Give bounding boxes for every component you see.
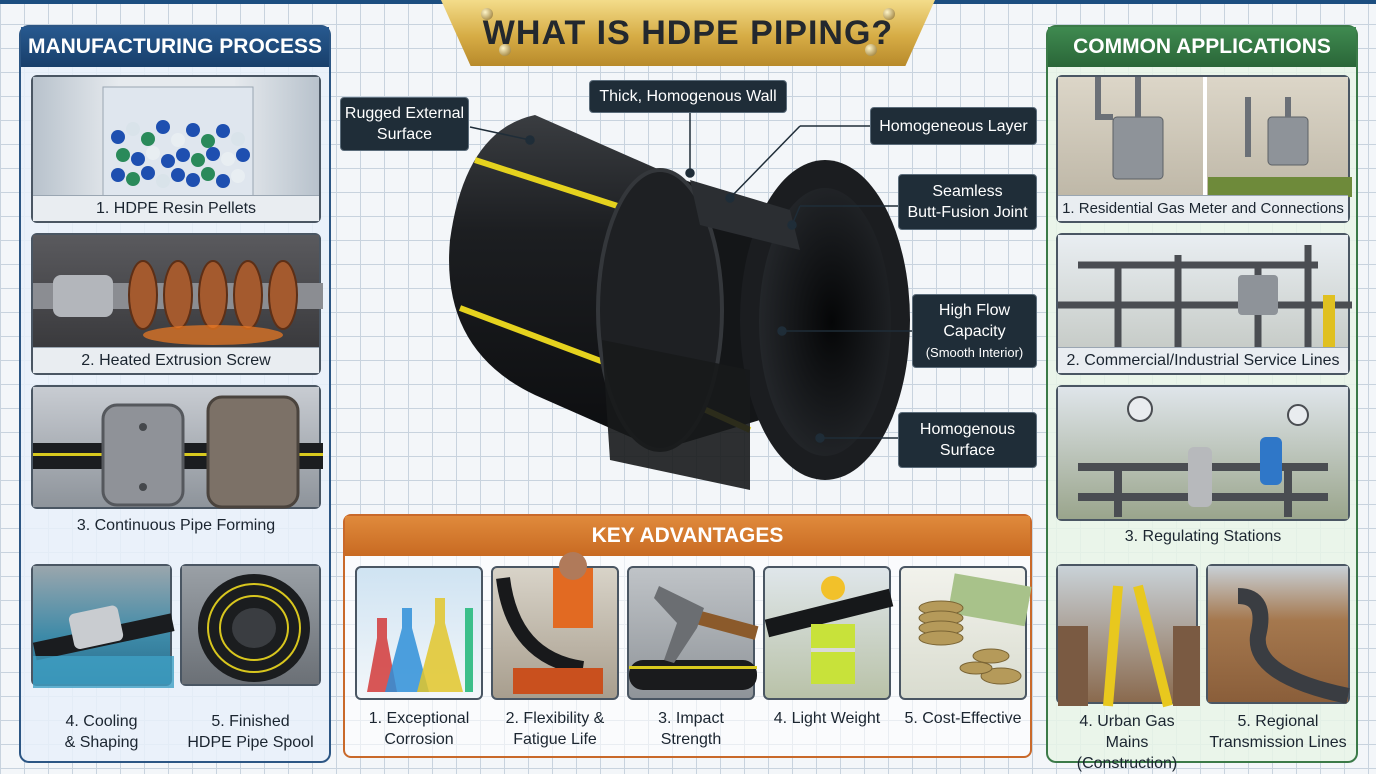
step-caption: 1. HDPE Resin Pellets bbox=[33, 195, 319, 221]
step-card-pipe-spool bbox=[180, 564, 321, 686]
service-lines-illustration bbox=[1058, 245, 1352, 351]
lab-flasks-icon bbox=[367, 598, 473, 692]
advantage-caption: 3. Impact Strength bbox=[658, 710, 724, 748]
advantage-card-corrosion bbox=[355, 566, 483, 700]
advantage-caption: 4. Light Weight bbox=[773, 710, 881, 727]
step-card-extrusion-screw: 2. Heated Extrusion Screw bbox=[31, 233, 323, 375]
application-card-commercial: 2. Commercial/Industrial Service Lines bbox=[1056, 233, 1352, 375]
cooling-illustration bbox=[32, 605, 175, 688]
application-card-transmission bbox=[1206, 564, 1350, 704]
rivet-icon bbox=[883, 8, 895, 20]
manufacturing-heading: MANUFACTURING PROCESS bbox=[21, 27, 329, 67]
step-card-cooling bbox=[31, 564, 175, 688]
resin-pellets-photo bbox=[33, 77, 319, 198]
step-card-resin-pellets: 1. HDPE Resin Pellets bbox=[31, 75, 321, 223]
regulating-station-photo bbox=[1058, 387, 1348, 519]
advantage-card-impact bbox=[627, 566, 759, 700]
step-caption: 5. Finished HDPE Pipe Spool bbox=[187, 713, 314, 751]
applications-heading: COMMON APPLICATIONS bbox=[1048, 27, 1356, 67]
callout-high-flow-sub: (Smooth Interior) bbox=[925, 344, 1024, 360]
application-caption: 1. Residential Gas Meter and Connections bbox=[1058, 195, 1348, 221]
step-caption: 2. Heated Extrusion Screw bbox=[33, 347, 319, 373]
callout-high-flow-title: High Flow Capacity bbox=[938, 301, 1011, 340]
worker-carrying-pipe-icon bbox=[764, 576, 894, 684]
pipe-spool-illustration bbox=[198, 574, 310, 682]
manufacturing-panel: MANUFACTURING PROCESS bbox=[19, 25, 331, 763]
transmission-lines-photo bbox=[1208, 566, 1350, 704]
step-card-pipe-forming bbox=[31, 385, 323, 509]
callout-seamless-joint: Seamless Butt-Fusion Joint bbox=[898, 174, 1037, 230]
residential-gas-meter-photo bbox=[1058, 77, 1352, 197]
cooling-photo bbox=[32, 566, 175, 688]
rivet-icon bbox=[481, 8, 493, 20]
resin-pellets-illustration bbox=[102, 86, 254, 198]
extrusion-screw-illustration bbox=[33, 260, 323, 345]
hdpe-pipe-cutaway-illustration bbox=[449, 112, 912, 490]
extrusion-screw-photo bbox=[33, 235, 323, 347]
rivet-icon bbox=[865, 44, 877, 56]
gas-meter-illustration bbox=[1095, 77, 1352, 197]
application-caption: 2. Commercial/Industrial Service Lines bbox=[1058, 347, 1348, 373]
callout-homogenous-surface: Homogenous Surface bbox=[898, 412, 1037, 468]
callout-homogeneous-layer: Homogeneous Layer bbox=[870, 107, 1037, 145]
application-caption: 4. Urban Gas Mains (Construction) bbox=[1076, 713, 1178, 772]
key-advantages-heading: KEY ADVANTAGES bbox=[345, 516, 1030, 556]
urban-gas-mains-photo bbox=[1058, 566, 1200, 708]
application-card-residential: 1. Residential Gas Meter and Connections bbox=[1056, 75, 1352, 223]
pipe-spool-photo bbox=[182, 566, 319, 684]
coins-and-cash-icon bbox=[918, 573, 1032, 685]
pipe-bending-icon bbox=[496, 552, 603, 694]
application-caption: 5. Regional Transmission Lines bbox=[1209, 713, 1347, 751]
application-caption: 3. Regulating Stations bbox=[1124, 528, 1282, 545]
rivet-icon bbox=[499, 44, 511, 56]
advantage-card-flexibility bbox=[491, 552, 619, 700]
advantage-caption: 2. Flexibility & Fatigue Life bbox=[505, 710, 605, 748]
pipe-forming-illustration bbox=[33, 395, 323, 509]
advantage-card-cost bbox=[899, 566, 1032, 700]
application-card-regulating bbox=[1056, 385, 1350, 521]
applications-panel: COMMON APPLICATIONS 1. Residential Gas M… bbox=[1046, 25, 1358, 772]
step-caption: 4. Cooling & Shaping bbox=[64, 713, 139, 751]
step-caption: 3. Continuous Pipe Forming bbox=[76, 517, 276, 534]
advantage-card-light-weight bbox=[763, 566, 894, 700]
application-card-urban-mains bbox=[1056, 564, 1200, 708]
commercial-service-lines-photo bbox=[1058, 235, 1352, 351]
transmission-pipeline-illustration bbox=[1237, 588, 1350, 704]
pipe-forming-photo bbox=[33, 387, 323, 509]
key-advantages-panel: KEY ADVANTAGES bbox=[343, 514, 1032, 758]
callout-rugged-external: Rugged External Surface bbox=[340, 97, 469, 151]
hammer-icon bbox=[629, 586, 759, 690]
title-banner: WHAT IS HDPE PIPING? bbox=[441, 0, 935, 66]
urban-gas-mains-illustration bbox=[1058, 584, 1200, 708]
callout-high-flow: High Flow Capacity (Smooth Interior) bbox=[912, 294, 1037, 368]
advantage-caption: 1. Exceptional Corrosion bbox=[368, 710, 470, 748]
regulating-station-illustration bbox=[1078, 396, 1328, 517]
callout-thick-wall: Thick, Homogenous Wall bbox=[589, 80, 787, 113]
advantage-caption: 5. Cost-Effective bbox=[904, 710, 1022, 727]
page-title: WHAT IS HDPE PIPING? bbox=[482, 13, 894, 52]
